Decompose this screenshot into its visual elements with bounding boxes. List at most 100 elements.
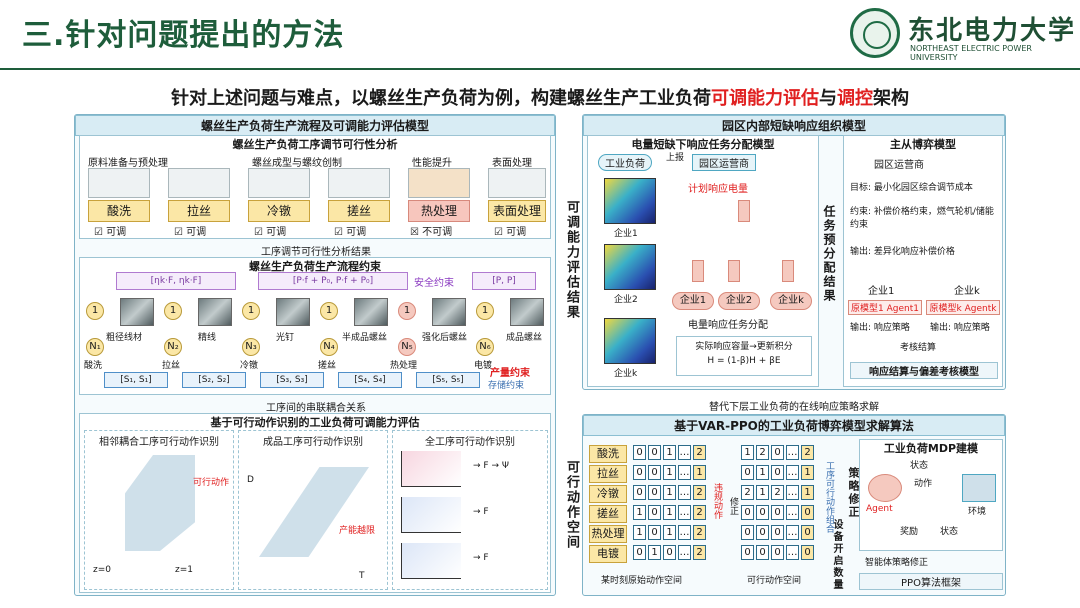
settle-model-label: 响应结算与偏差考核模型	[850, 362, 998, 379]
status-adjustable: ☑ 可调	[494, 227, 527, 238]
all-process-sub-title: 全工序可行动作识别	[425, 437, 515, 448]
formula-box: [P, P]	[472, 272, 536, 290]
agent-brain-icon	[868, 474, 902, 502]
grid-cell: …	[786, 485, 799, 500]
grid-cell: 1	[633, 505, 646, 520]
grid-cell: 0	[648, 465, 661, 480]
grid-cell: 2	[693, 545, 706, 560]
stage-label: 表面处理	[492, 158, 532, 169]
flow-node-label: 强化后螺丝	[422, 333, 468, 343]
flow-op-label: 热处理	[390, 361, 418, 371]
grid-cell: 0	[741, 465, 754, 480]
evaluation-section: 基于可行动作识别的工业负荷可调能力评估 相邻耦合工序可行动作识别 可行动作 z=…	[79, 413, 551, 593]
grid-cell: 0	[633, 445, 646, 460]
machine-image	[168, 168, 230, 198]
feasible-grid-caption: 可行动作空间	[747, 576, 802, 586]
section-result-label: 工序间的串联耦合关系	[266, 403, 366, 414]
process-chart	[401, 497, 461, 533]
flow-op-label: 搓丝	[318, 361, 337, 371]
grid-cell: 1	[663, 505, 676, 520]
game-title: 主从博弈模型	[890, 138, 956, 151]
flow-node: 1	[164, 302, 182, 320]
right-bottom-title: 基于VAR-PPO的工业负荷博弈模型求解算法	[583, 415, 1005, 436]
material-image	[120, 298, 154, 326]
grid-cell: …	[678, 465, 691, 480]
enterprisek-label: 企业k	[954, 286, 980, 297]
enterprise-pill: 企业2	[718, 292, 760, 310]
flow-n-node: N₄	[320, 338, 338, 356]
action-label: 动作	[914, 479, 933, 489]
flow-node: 1	[242, 302, 260, 320]
grid-cell: 1	[663, 525, 676, 540]
axis-tick: z=0	[93, 565, 111, 575]
process-thread-rolling: 搓丝	[328, 200, 390, 222]
flow-node-label: 粗径线材	[106, 333, 143, 343]
section-result-label: 工序调节可行性分析结果	[261, 247, 371, 258]
flow-node: 1	[398, 302, 416, 320]
battery-icon	[728, 260, 740, 282]
grid-cell: …	[678, 485, 691, 500]
grid-cell: 0	[771, 525, 784, 540]
device-count-vertical-label: 设备开启数量	[831, 519, 842, 591]
grid-cell: 0	[741, 505, 754, 520]
environment-label: 环境	[968, 507, 987, 517]
eval-result-vertical-label: 可调能力评估结果	[564, 200, 579, 320]
grid-cell: 0	[633, 465, 646, 480]
grid-cell: …	[786, 465, 799, 480]
grid-cell: 0	[648, 445, 661, 460]
ppo-label: PPO算法框架	[859, 573, 1003, 590]
product-sub-panel: 成品工序可行动作识别 产能越限 D T	[238, 430, 388, 590]
grid-cell: 2	[693, 505, 706, 520]
battery-icon	[738, 200, 750, 222]
row-label: 搓丝	[589, 505, 627, 523]
update-label: 实际响应容量→更新积分	[695, 342, 793, 352]
storage-formula: [S₃, S₃]	[260, 372, 324, 388]
right-top-panel: 园区内部短缺响应组织模型 电量短缺下响应任务分配模型 工业负荷 上报 园区运营商…	[582, 114, 1006, 390]
university-name-en: NORTHEAST ELECTRIC POWER UNIVERSITY	[910, 44, 1032, 62]
strategy-fix-vertical-label: 策略修正	[847, 467, 860, 519]
stage-label: 原料准备与预处理	[88, 158, 168, 169]
axis-tick: D	[247, 475, 254, 485]
process-cold-heading: 冷镦	[248, 200, 310, 222]
status-not-adjustable: ☒ 不可调	[410, 227, 453, 238]
grid-cell: …	[786, 445, 799, 460]
environment-icon	[962, 474, 996, 502]
grid-cell: 1	[756, 465, 769, 480]
battery-icon	[692, 260, 704, 282]
heatmap-enterprise-k	[604, 318, 656, 364]
grid-cell: 0	[648, 485, 661, 500]
stage-label: 螺丝成型与螺纹创制	[252, 158, 342, 169]
output-constraint-label: 产量约束	[490, 368, 530, 379]
industrial-load-label: 工业负荷	[598, 154, 652, 171]
grid-cell: 1	[693, 465, 706, 480]
grid-cell: 0	[756, 505, 769, 520]
grid-cell: 1	[756, 485, 769, 500]
row-label: 热处理	[589, 525, 627, 543]
flow-node: 1	[476, 302, 494, 320]
mdp-box: 工业负荷MDP建模 状态 动作 Agent 环境 奖励 状态	[859, 439, 1003, 551]
grid-cell: 1	[633, 525, 646, 540]
row-label: 酸洗	[589, 445, 627, 463]
product-sub-title: 成品工序可行动作识别	[263, 437, 363, 448]
grid-cell: 0	[771, 465, 784, 480]
grid-cell: 2	[693, 485, 706, 500]
allocation-model: 电量短缺下响应任务分配模型 工业负荷 上报 园区运营商 企业1 企业2 企业k …	[587, 135, 819, 387]
grid-cell: 1	[648, 545, 661, 560]
constraint-text: 约束: 补偿价格约束，燃气轮机/储能约束	[850, 207, 994, 230]
status-adjustable: ☑ 可调	[94, 227, 127, 238]
left-panel-title: 螺丝生产负荷生产流程及可调能力评估模型	[75, 115, 555, 136]
flow-constraint-title: 螺丝生产负荷生产流程约束	[249, 260, 381, 273]
safety-constraint-label: 安全约束	[414, 278, 454, 289]
reward-label: 奖励	[900, 527, 919, 537]
storage-formula: [S₅, S₅]	[416, 372, 480, 388]
process-drawing: 拉丝	[168, 200, 230, 222]
grid-cell: 2	[771, 485, 784, 500]
grid-cell: 1	[663, 485, 676, 500]
grid-cell: 2	[801, 445, 814, 460]
grid-cell: 2	[741, 485, 754, 500]
grid-cell: 0	[633, 485, 646, 500]
grid-cell: …	[678, 525, 691, 540]
formula-box: [P·f + P₀, P·f + P₀]	[258, 272, 408, 290]
